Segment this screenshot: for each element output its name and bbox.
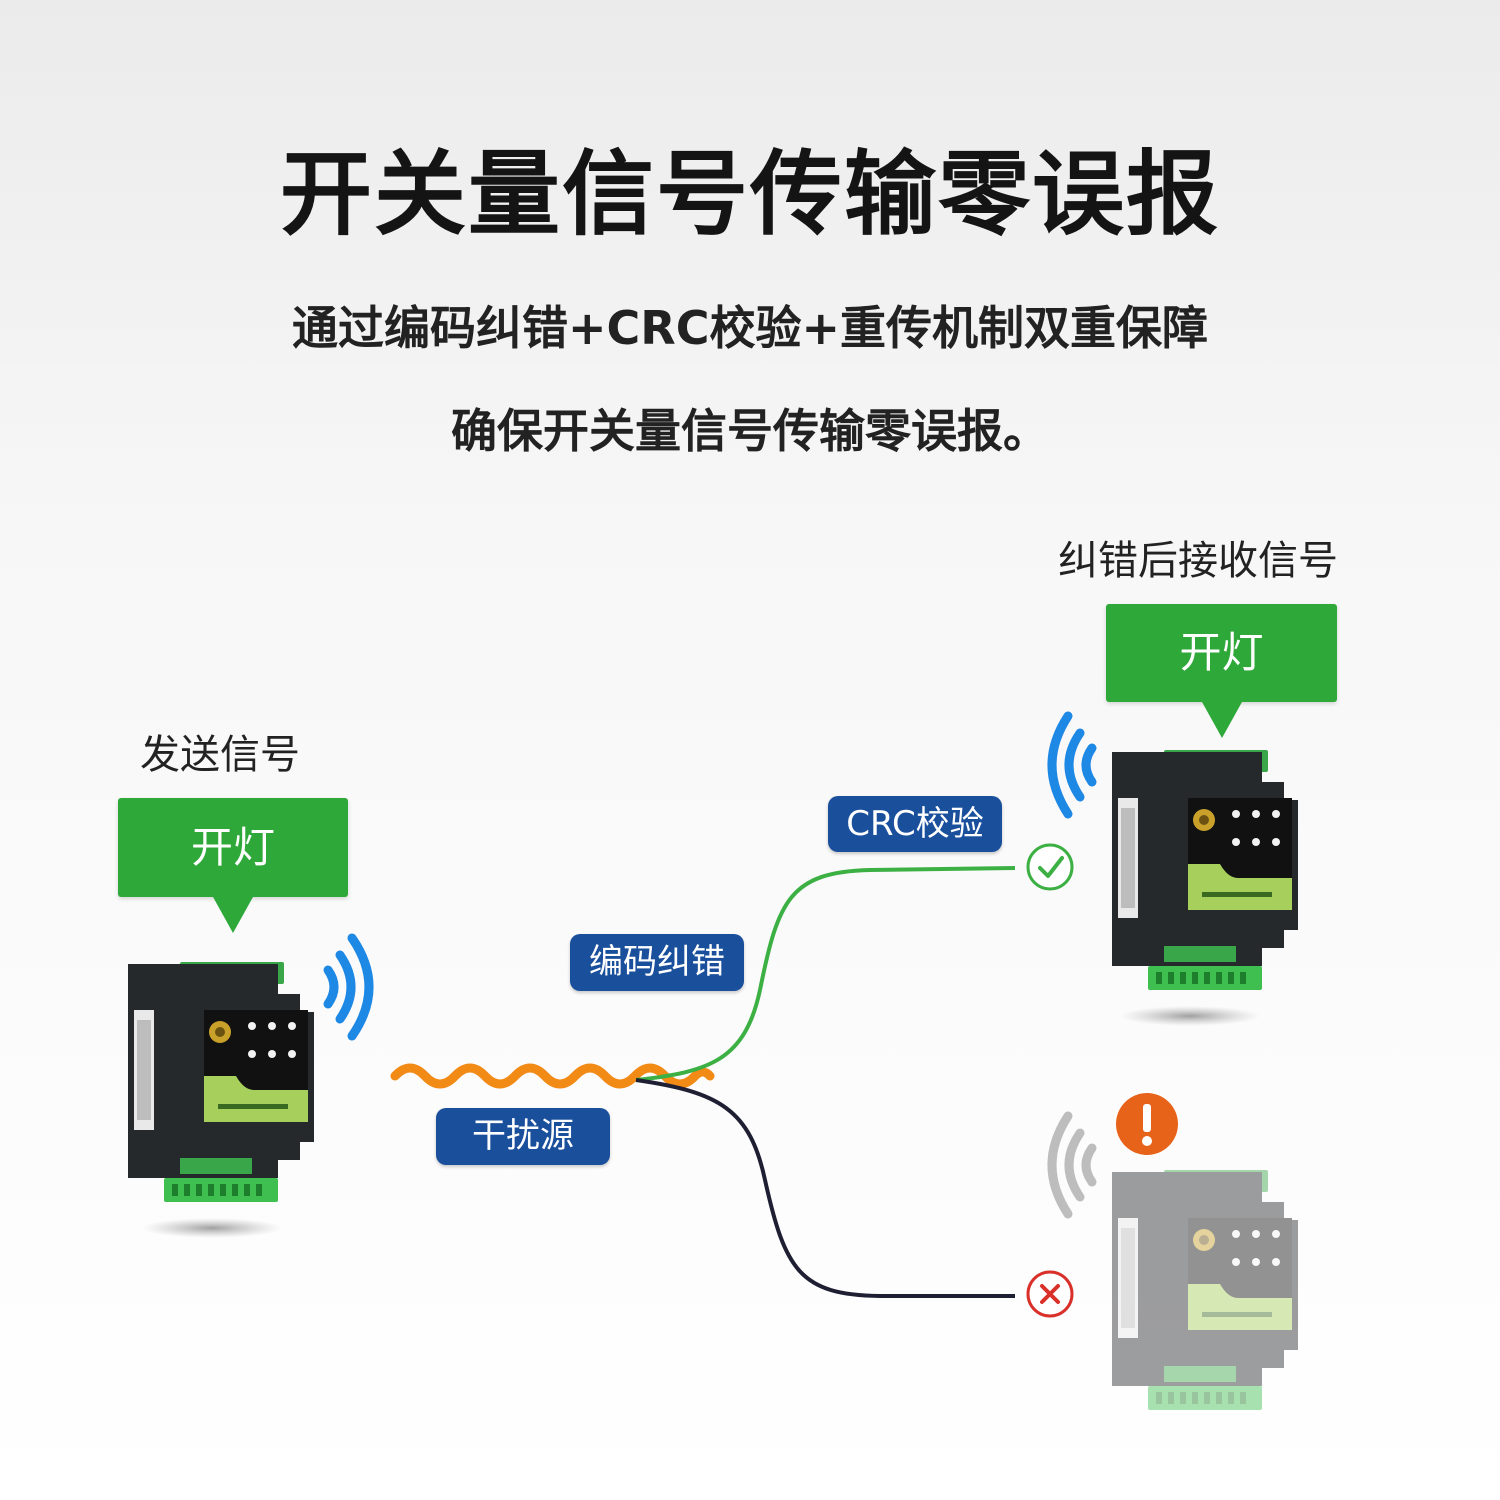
receiver-bubble: 开灯 — [1106, 604, 1337, 738]
receiver-wifi-icon — [1047, 711, 1097, 819]
page-title: 开关量信号传输零误报 — [279, 141, 1220, 248]
coding-label: 编码纠错 — [570, 934, 744, 991]
sender-device — [128, 962, 314, 1202]
exclamation-icon — [1116, 1093, 1178, 1155]
receiver-error-wifi-icon — [1047, 1111, 1097, 1219]
receiver-device-ok — [1112, 750, 1298, 990]
crc-label: CRC校验 — [828, 796, 1002, 852]
check-circle-icon — [1026, 843, 1074, 891]
sender-wifi-icon — [323, 933, 374, 1041]
corrected-signal-line — [635, 866, 1016, 1082]
sender-bubble: 开灯 — [118, 798, 348, 933]
receiver-caption: 纠错后接收信号 — [1058, 538, 1338, 584]
sender-caption: 发送信号 — [140, 732, 300, 778]
interference-label: 干扰源 — [436, 1108, 610, 1165]
receiver-device-error — [1112, 1170, 1298, 1410]
subtitle-line-2: 确保开关量信号传输零误报。 — [451, 404, 1049, 458]
receiver-ok-shadow — [1120, 1006, 1260, 1026]
sender-shadow — [142, 1218, 282, 1238]
subtitle-line-1: 通过编码纠错+CRC校验+重传机制双重保障 — [291, 301, 1209, 355]
cross-circle-icon — [1026, 1270, 1074, 1318]
interference-wave — [390, 1063, 715, 1089]
error-signal-line — [635, 1078, 1015, 1298]
